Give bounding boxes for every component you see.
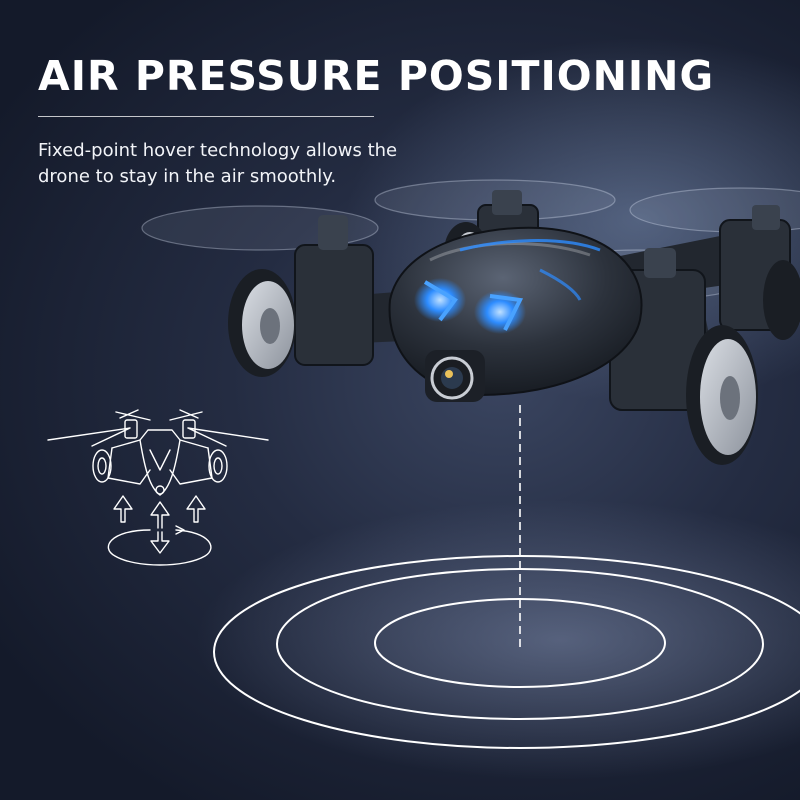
motor-caps [318, 190, 780, 278]
up-arrow-icon-left [113, 495, 133, 523]
diagram-drone-outline [47, 409, 269, 496]
page-title: AIR PRESSURE POSITIONING [38, 52, 715, 100]
down-arrow-icon [150, 531, 170, 554]
body-highlight [429, 242, 591, 262]
blue-led-lights [414, 239, 601, 334]
description-line-1: Fixed-point hover technology allows the [38, 140, 398, 161]
up-arrow-icon-right [186, 495, 206, 523]
title-divider [38, 116, 374, 117]
camera-icon [425, 350, 485, 402]
description-line-2: drone to stay in the air smoothly. [38, 166, 337, 187]
up-down-arrow-icon [150, 501, 170, 529]
ring-inner [374, 598, 666, 688]
feature-description: Fixed-point hover technology allows the … [38, 138, 418, 190]
air-pressure-ring-icon [107, 529, 212, 566]
